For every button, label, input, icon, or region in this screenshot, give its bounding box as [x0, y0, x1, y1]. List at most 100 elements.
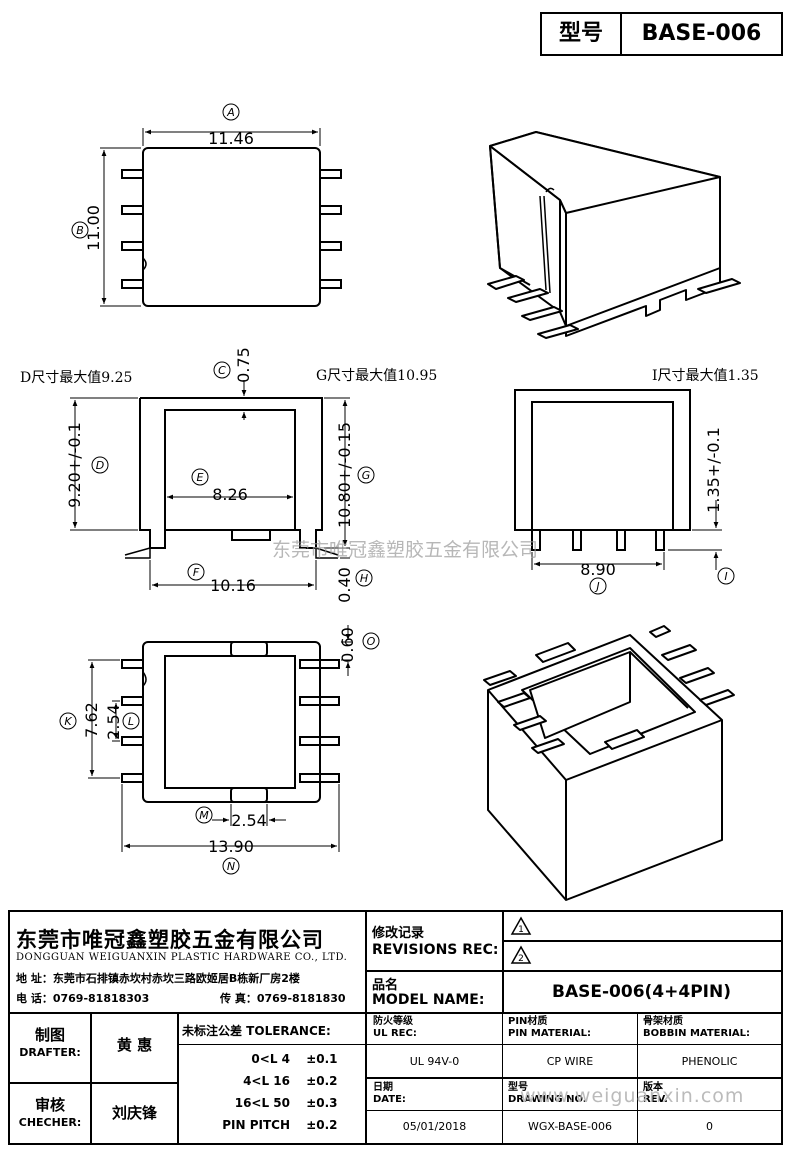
date-label-en: DATE: — [373, 1094, 406, 1105]
company-phone: 电 话：0769-81818303 — [16, 992, 150, 1005]
tolerance-row: 4<L 16 ±0.2 — [182, 1074, 362, 1088]
pin-material-label-en: PIN MATERIAL: — [508, 1028, 591, 1039]
dim-m-value: 2.54 — [231, 811, 267, 830]
rev-label-cn: 版本 — [643, 1082, 663, 1093]
d-max-note: D尺寸最大值9.25 — [20, 370, 132, 386]
ul-label-en: UL REC: — [373, 1028, 417, 1039]
model-value: BASE-006(4+4PIN) — [552, 982, 731, 1002]
tolerance-range: 0<L 4 — [251, 1052, 290, 1066]
company-fax: 传 真：0769-8181830 — [220, 992, 346, 1005]
model-label-en: MODEL NAME: — [372, 992, 485, 1008]
svg-text:F: F — [193, 566, 200, 579]
g-max-note: G尺寸最大值10.95 — [316, 368, 437, 384]
marker-c: C — [213, 361, 231, 379]
tolerance-row: 0<L 4 ±0.1 — [182, 1052, 362, 1066]
svg-text:I: I — [724, 570, 727, 583]
checker-label-en: CHECHER: — [18, 1116, 82, 1129]
company-name-cn: 东莞市唯冠鑫塑胶五金有限公司 — [16, 928, 324, 952]
drawing-no-label-cn: 型号 — [508, 1082, 528, 1093]
marker-a: A — [222, 103, 240, 121]
iso-view-bottom — [483, 625, 735, 901]
bobbin-material-value: PHENOLIC — [681, 1055, 738, 1068]
iso-view-top — [487, 131, 741, 339]
tolerance-title: 未标注公差 TOLERANCE: — [182, 1024, 331, 1038]
dim-o-value: 0.60 — [338, 627, 357, 663]
rev-value: 0 — [706, 1120, 713, 1133]
url-watermark: www.weiguanxin.com — [520, 1085, 745, 1107]
tolerance-value: ±0.1 — [306, 1052, 338, 1066]
marker-e: E — [191, 468, 209, 486]
date-label-cn: 日期 — [373, 1082, 393, 1093]
marker-i: I — [717, 567, 735, 585]
dim-l-value: 2.54 — [104, 704, 123, 740]
checker-label-cn: 审核 — [34, 1096, 65, 1114]
svg-text:L: L — [128, 715, 134, 728]
bottom-view — [121, 641, 340, 803]
svg-text:B: B — [76, 224, 84, 237]
checker-name: 刘庆锋 — [111, 1104, 157, 1122]
marker-h: H — [355, 569, 373, 587]
marker-f: F — [187, 563, 205, 581]
tolerance-row: PIN PITCH ±0.2 — [182, 1118, 362, 1132]
drafter-name: 黄 惠 — [116, 1036, 153, 1054]
dim-e-value: 8.26 — [212, 485, 248, 504]
drawing-no-label-en: DRAWING NO. — [508, 1094, 587, 1105]
marker-j: J — [589, 577, 607, 595]
svg-text:D: D — [96, 459, 104, 472]
type-value: BASE-006 — [641, 21, 762, 46]
revisions-label-cn: 修改记录 — [372, 926, 425, 941]
type-header-box: 型号 BASE-006 — [540, 12, 783, 56]
svg-text:G: G — [362, 469, 371, 482]
pin-material-value: CP WIRE — [546, 1055, 594, 1068]
tolerance-range: 4<L 16 — [243, 1074, 290, 1088]
svg-text:N: N — [227, 860, 235, 873]
svg-text:1: 1 — [518, 925, 524, 935]
model-label-cn: 品名 — [372, 978, 399, 993]
side-view — [514, 389, 691, 551]
svg-text:O: O — [367, 635, 376, 648]
drafter-label-cn: 制图 — [34, 1026, 65, 1044]
tolerance-row: 16<L 50 ±0.3 — [182, 1096, 362, 1110]
technical-drawing: A 11.46 B 11.00 — [20, 103, 759, 901]
revision-triangle-2: 2 — [510, 945, 532, 964]
front-view — [124, 397, 339, 559]
svg-text:J: J — [594, 580, 599, 593]
tolerance-value: ±0.3 — [306, 1096, 338, 1110]
svg-text:2: 2 — [518, 954, 524, 964]
company-name-en: DONGGUAN WEIGUANXIN PLASTIC HARDWARE CO.… — [16, 952, 348, 963]
dim-k-value: 7.62 — [82, 702, 101, 738]
type-label: 型号 — [542, 14, 622, 54]
drafter-label-en: DRAFTER: — [19, 1046, 81, 1059]
dim-c-value: 0.75 — [234, 347, 253, 383]
dim-a-value: 11.46 — [208, 129, 254, 148]
svg-text:A: A — [226, 106, 235, 119]
top-view — [121, 147, 342, 307]
tolerance-range: PIN PITCH — [222, 1118, 290, 1132]
drawing-no-value: WGX-BASE-006 — [528, 1120, 612, 1133]
tolerance-value: ±0.2 — [306, 1118, 338, 1132]
date-value: 05/01/2018 — [402, 1120, 467, 1133]
svg-text:H: H — [360, 572, 368, 585]
dim-d-value: 9.20+/-0.1 — [65, 422, 84, 508]
ul-label-cn: 防火等级 — [373, 1016, 413, 1027]
ul-value: UL 94V-0 — [409, 1055, 460, 1068]
svg-text:E: E — [197, 471, 204, 484]
rev-label-en: REV. — [643, 1094, 668, 1105]
tolerance-value: ±0.2 — [306, 1074, 338, 1088]
svg-text:K: K — [64, 715, 72, 728]
dim-i-value: 1.35+/-0.1 — [704, 427, 723, 513]
bobbin-material-label-cn: 骨架材质 — [643, 1016, 683, 1027]
svg-text:M: M — [199, 809, 209, 822]
marker-o: O — [362, 632, 380, 650]
marker-k: K — [59, 712, 77, 730]
marker-n: N — [222, 857, 240, 875]
dim-j-value: 8.90 — [580, 560, 616, 579]
marker-b: B — [71, 221, 89, 239]
svg-text:C: C — [218, 364, 226, 377]
company-watermark: 东莞市唯冠鑫塑胶五金有限公司 — [272, 539, 538, 561]
marker-g: G — [357, 466, 375, 484]
revisions-label-en: REVISIONS REC: — [372, 942, 499, 958]
dim-g-value: 10.80+/-0.15 — [335, 422, 354, 528]
dim-h-value: 0.40 — [335, 567, 354, 603]
i-max-note: I尺寸最大值1.35 — [652, 368, 759, 384]
